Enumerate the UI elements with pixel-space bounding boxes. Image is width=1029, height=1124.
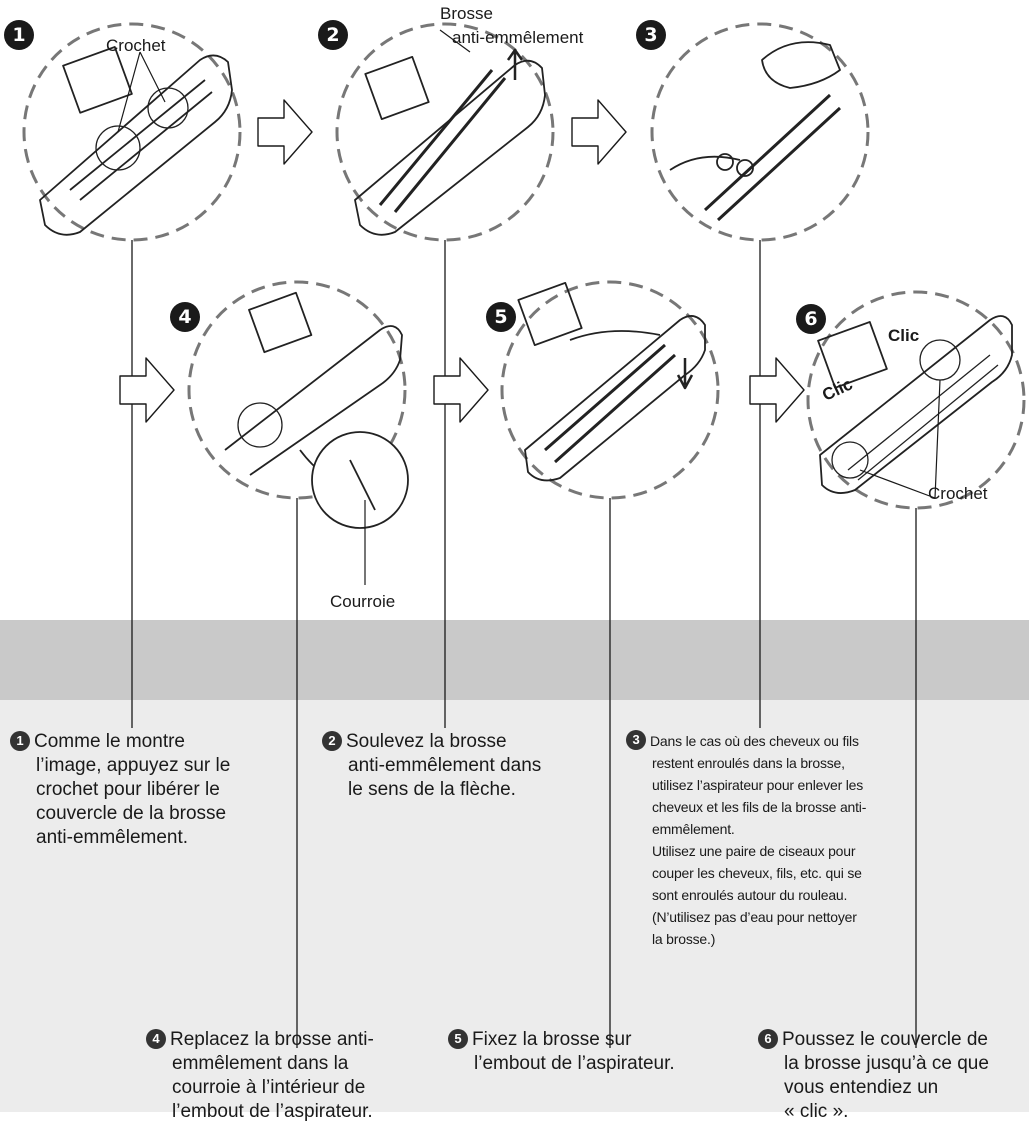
step-badge-3: 3 [636,20,666,50]
arrow-2-to-3 [571,99,627,165]
crochet-bottom-callout-lines [859,379,941,499]
panel-circle-5 [500,280,720,500]
nozzle-illustration-2 [354,48,546,236]
step-badge-6: 6 [796,304,826,334]
arrow-1-to-2 [257,99,313,165]
panel-circle-6 [806,290,1026,510]
nozzle-illustration-4 [224,291,409,529]
step-badge-1: 1 [4,20,34,50]
step-badge-2: 2 [318,20,348,50]
separator-band [0,620,1029,700]
step-badge-5: 5 [486,302,516,332]
panel-circle-1 [22,22,242,242]
arrow-4-to-5 [433,357,489,423]
label-brush-line2: anti-emmêlement [452,28,584,47]
label-courroie: Courroie [330,592,396,611]
label-brush-line1: Brosse [440,4,493,23]
arrow-5-to-6 [749,357,805,423]
panel-circle-3 [650,22,870,242]
label-crochet-top: Crochet [106,36,166,55]
label-clic-1: Clic [888,326,920,345]
step-badge-4: 4 [170,302,200,332]
crochet-callout-lines [117,51,166,133]
nozzle-illustration-6 [817,315,1013,494]
nozzle-illustration-5 [517,281,706,482]
nozzle-illustration-1 [39,46,233,236]
instructions-panel [0,700,1029,1112]
label-crochet-bottom: Crochet [928,484,988,503]
arrow-to-4 [119,357,175,423]
brush-cleaning-illustration [669,41,842,222]
brush-callout-line [439,29,471,53]
